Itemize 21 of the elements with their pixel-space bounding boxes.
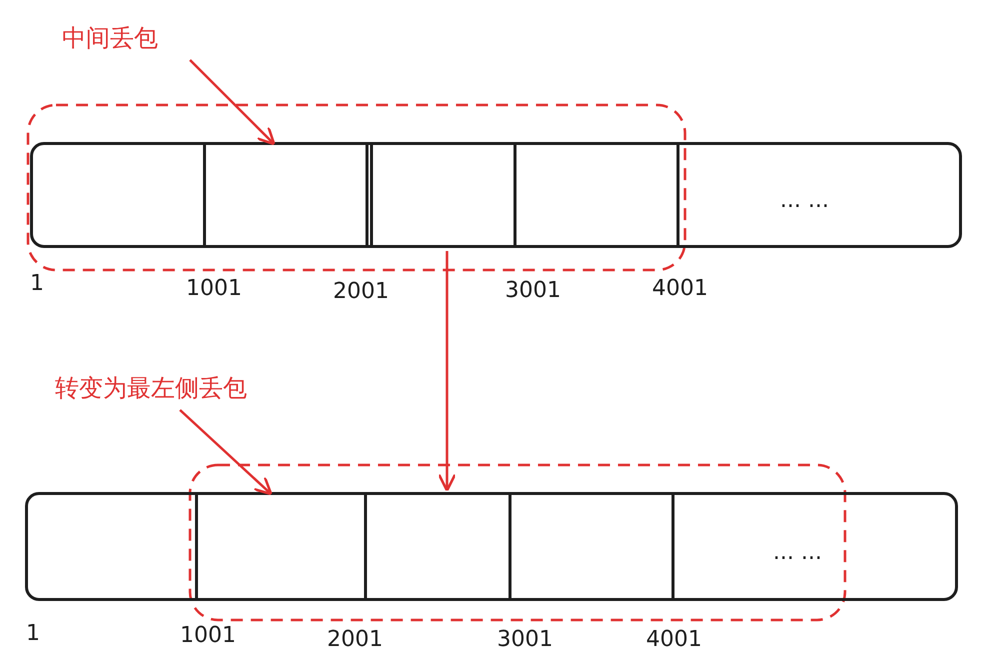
packet-bar [25, 492, 958, 601]
position-label: 3001 [497, 627, 553, 653]
ellipsis-text: ... ... [780, 188, 829, 214]
position-label: 4001 [652, 276, 708, 302]
arrow [189, 59, 276, 146]
annotation-text: 中间丢包 [62, 23, 158, 53]
arrow [179, 409, 272, 496]
annotation-text: 转变为最左侧丢包 [55, 373, 247, 403]
position-label: 2001 [327, 627, 383, 653]
position-label: 3001 [505, 278, 561, 304]
position-label: 1 [26, 621, 40, 647]
position-label: 1001 [180, 623, 236, 649]
arrow [438, 251, 456, 492]
packet-bar [30, 142, 962, 248]
ellipsis-text: ... ... [773, 540, 822, 566]
position-label: 2001 [333, 279, 389, 305]
position-label: 4001 [646, 627, 702, 653]
packet-cell [203, 142, 373, 248]
packet-cell [195, 492, 367, 601]
position-label: 1001 [186, 276, 242, 302]
position-label: 1 [30, 271, 44, 297]
